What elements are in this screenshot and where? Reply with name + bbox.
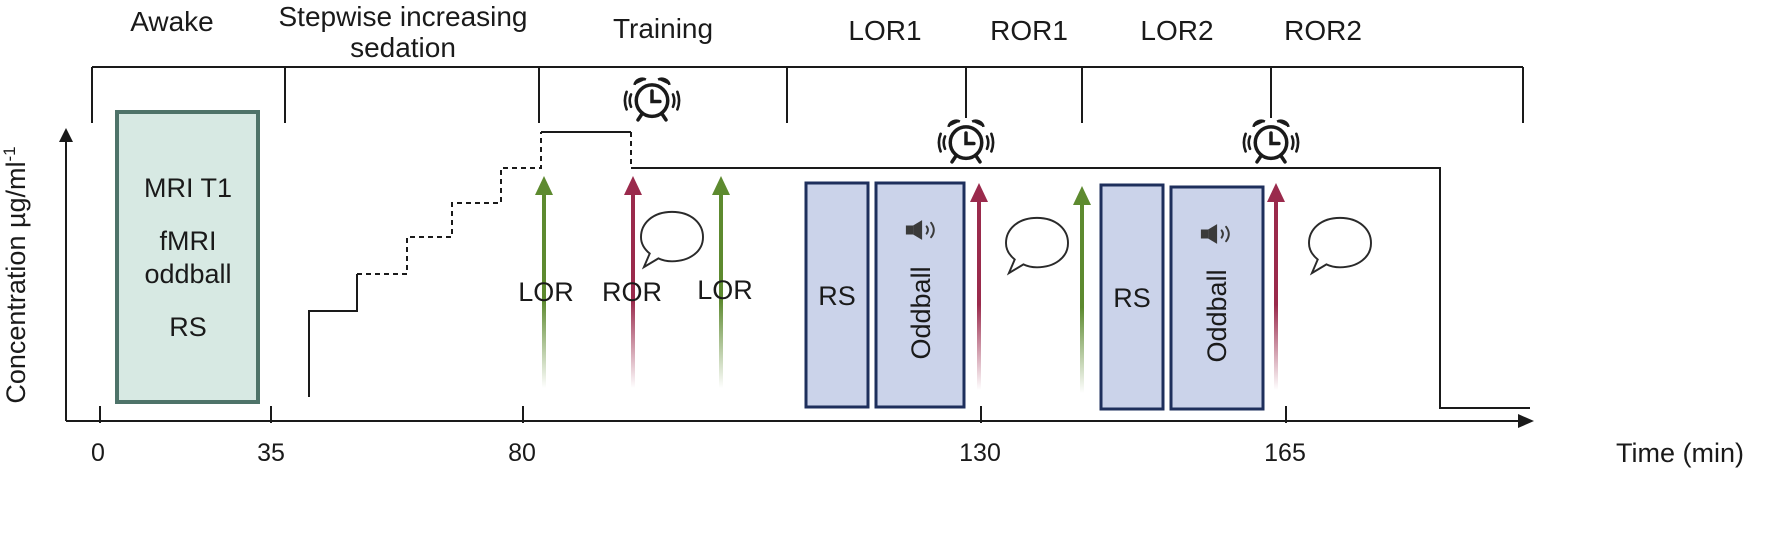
rs-block <box>804 181 870 409</box>
axes <box>59 128 1534 428</box>
awake-procedures-box <box>115 110 260 404</box>
rs-block-label: RS <box>818 281 856 311</box>
tick-label: 80 <box>508 439 536 467</box>
phase-label-lor2: LOR2 <box>1140 15 1213 46</box>
phase-label-stepwise-line2: sedation <box>350 32 456 63</box>
tick-label: 35 <box>257 439 285 467</box>
awake-box-line: RS <box>169 312 207 342</box>
x-axis-title: Time (min) <box>1616 438 1744 468</box>
tick-label: 0 <box>91 439 105 467</box>
alarm-clock-icon <box>622 76 682 122</box>
alarm-clock-icon <box>936 118 996 164</box>
oddball-block <box>874 181 966 409</box>
arrow-label-ror: ROR <box>602 277 662 307</box>
arrow-label-lor: LOR <box>697 275 753 305</box>
rs-block <box>1099 183 1165 411</box>
phase-label-stepwise-line1: Stepwise increasing <box>278 1 527 32</box>
awake-box-line: fMRI <box>160 226 217 256</box>
oddball-block-label: Oddball <box>906 266 936 359</box>
tick-label: 130 <box>959 439 1001 467</box>
phase-bracket <box>91 66 1524 123</box>
awake-box-line: oddball <box>144 259 231 289</box>
tick-label: 165 <box>1264 439 1306 467</box>
speech-bubble-icon <box>1308 216 1372 275</box>
rs-block-label: RS <box>1113 283 1151 313</box>
arrow-label-lor: LOR <box>518 277 574 307</box>
oddball-block <box>1169 185 1265 411</box>
speech-bubble-icon <box>1005 216 1069 275</box>
concentration-trace <box>308 131 1530 409</box>
awake-box-line: MRI T1 <box>144 173 232 203</box>
phase-label-lor1: LOR1 <box>848 15 921 46</box>
event-arrows <box>535 176 1285 393</box>
phase-label-training: Training <box>613 13 713 44</box>
phase-label-ror2: ROR2 <box>1284 15 1362 46</box>
speech-bubble-icon <box>640 210 704 269</box>
y-axis-title: Concentration µg/ml-1 <box>0 146 31 403</box>
phase-label-ror1: ROR1 <box>990 15 1068 46</box>
oddball-block-label: Oddball <box>1202 269 1232 362</box>
phase-label-awake: Awake <box>130 6 214 37</box>
alarm-clock-icon <box>1241 118 1301 164</box>
